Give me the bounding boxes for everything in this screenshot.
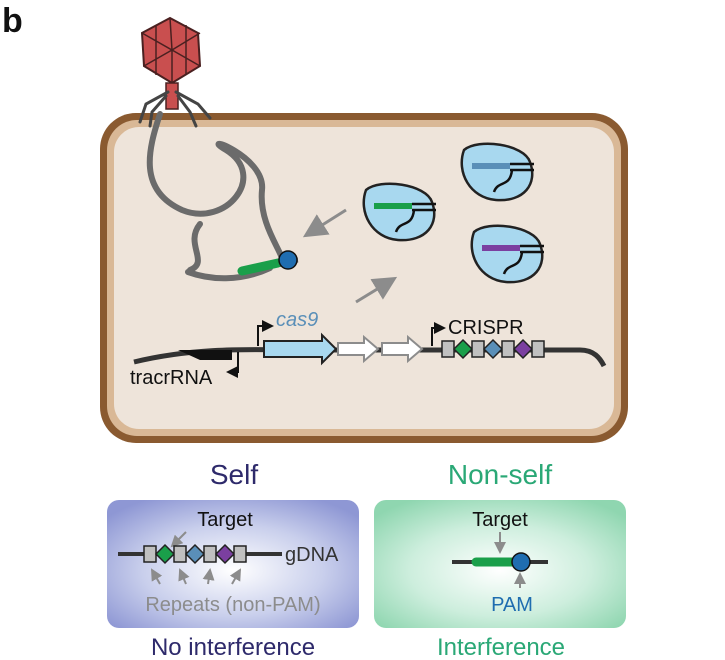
self-outcome: No interference [151,634,315,660]
phage-icon [138,16,212,128]
cas-accessory-gene-2 [381,334,424,364]
nonself-heading: Non-self [448,459,552,490]
arrow-expression [355,276,398,304]
arrow-cas9-to-target [302,208,347,238]
crispr-label: CRISPR [448,317,524,339]
cas9-complex-blue [460,142,534,202]
nonself-outcome: Interference [437,634,565,660]
cas9-complex-green [362,182,436,242]
nonself-target-label: Target [472,509,528,531]
phage-dna-strand [146,111,286,267]
cas9-gene-label: cas9 [276,309,318,331]
crispr-array [441,338,545,360]
self-repeats-label: Repeats (non-PAM) [145,594,320,616]
self-target-label: Target [197,509,253,531]
nonself-pam-dot [511,552,531,572]
tracrrna-label: tracrRNA [130,367,213,389]
phage-target-segment [237,258,283,276]
phage-pam-dot [278,250,298,270]
nonself-panel: Target PAM [374,500,626,628]
self-panel: Target gDNA Repeats (non-PAM) [107,500,359,628]
self-dna-label: gDNA [285,544,339,566]
self-heading: Self [210,459,258,490]
bacterial-cell [100,113,628,443]
panel-label: b [2,2,23,40]
nonself-pam-label: PAM [491,594,533,616]
cas9-complex-purple [470,224,544,284]
tracrrna-gene [178,350,232,360]
cas9-gene [263,332,338,366]
cas-accessory-gene-1 [337,334,380,364]
